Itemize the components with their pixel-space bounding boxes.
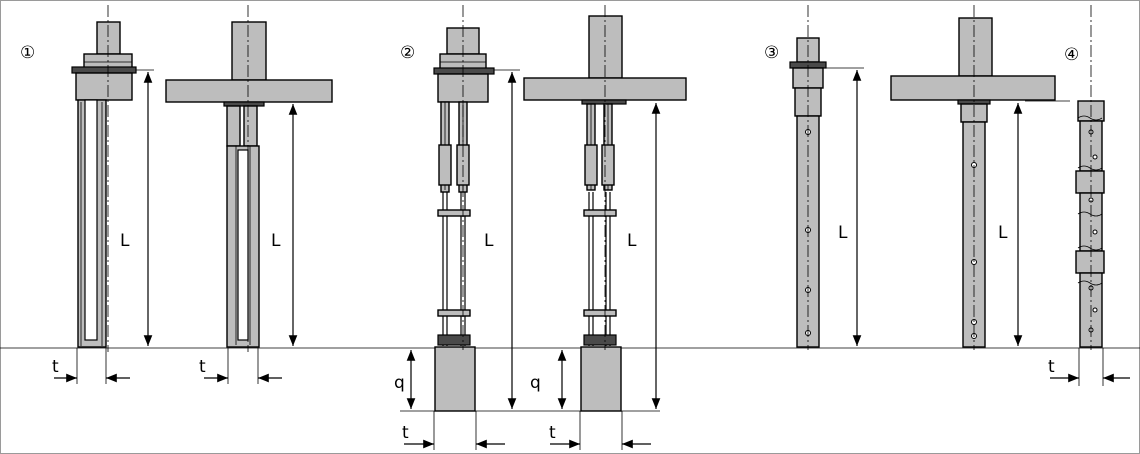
variant-marker-1: ① [20, 43, 35, 63]
probe-1-flange [165, 21, 333, 348]
variant-marker-2: ② [400, 43, 415, 63]
dimension-t-1a: t [52, 357, 59, 377]
dimension-L-3b: L [998, 223, 1008, 243]
variant-marker-3: ③ [764, 43, 779, 63]
dimension-q-2a: q [394, 373, 405, 393]
dimension-L-1a: L [120, 231, 130, 251]
dimension-L-2a: L [484, 231, 494, 251]
dimension-t-2b: t [549, 423, 556, 443]
variant-marker-4: ④ [1064, 45, 1079, 65]
probe-3-flange [890, 17, 1056, 348]
probe-2-threaded [433, 27, 495, 412]
dimension-L-1b: L [271, 231, 281, 251]
probe-1-threaded [71, 21, 137, 348]
dimension-t-2a: t [402, 423, 409, 443]
dimension-t-4: t [1048, 357, 1055, 377]
dimension-L-3a: L [838, 223, 848, 243]
dimension-L-2b: L [627, 231, 637, 251]
probe-4-segmented-rod [1075, 100, 1105, 348]
dimension-t-1b: t [199, 357, 206, 377]
dimension-q-2b: q [530, 373, 541, 393]
